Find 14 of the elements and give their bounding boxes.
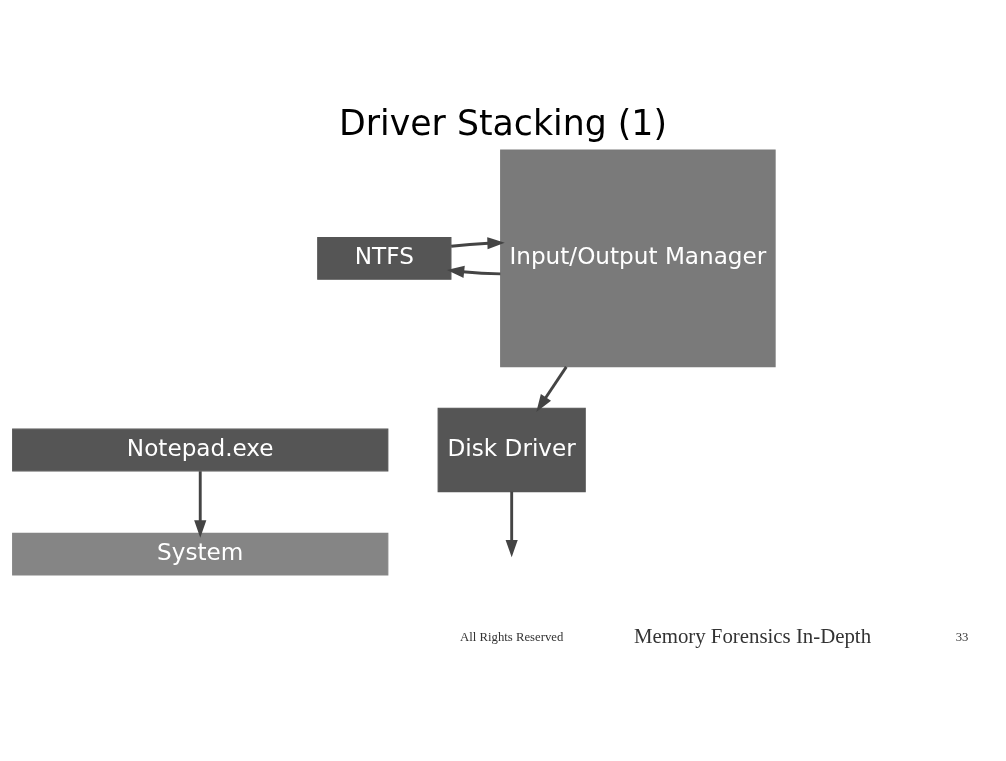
- arrow: [505, 491, 518, 558]
- node-box: Input/Output Manager: [500, 149, 776, 368]
- arrow: [446, 265, 501, 278]
- arrow: [194, 471, 207, 538]
- arrow: [451, 237, 505, 250]
- label: All Rights Reserved: [460, 629, 564, 644]
- node-box: Disk Driver: [437, 407, 586, 493]
- node-box: System: [12, 532, 389, 576]
- label: 33: [955, 629, 969, 644]
- diagram-title: Driver Stacking (1): [339, 103, 667, 144]
- arrow: [536, 366, 568, 412]
- label: Memory Forensics In-Depth: [633, 623, 872, 648]
- node-box: NTFS: [317, 236, 452, 280]
- node-box: Notepad.exe: [12, 428, 389, 472]
